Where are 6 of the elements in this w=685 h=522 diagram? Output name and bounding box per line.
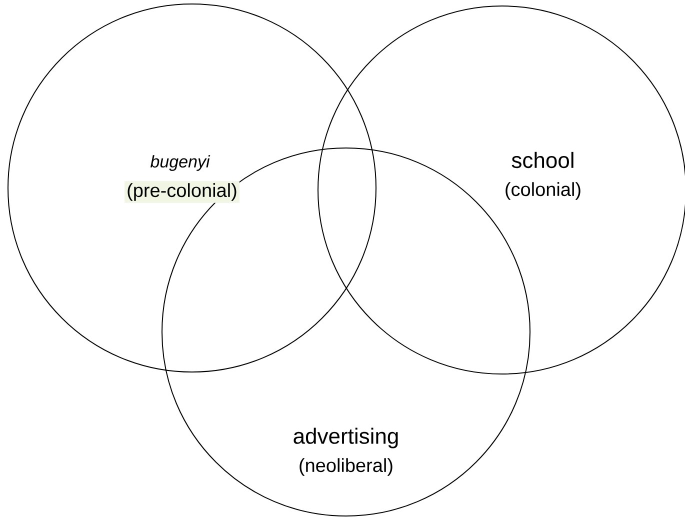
circle-label: advertising xyxy=(294,428,398,448)
circle-label: (pre-colonial) xyxy=(124,181,240,203)
circle-label: (neoliberal) xyxy=(300,458,392,476)
circle-label: (colonial) xyxy=(506,182,580,200)
circle-label: bugenyi xyxy=(150,155,210,171)
circle-label: school xyxy=(512,152,574,168)
